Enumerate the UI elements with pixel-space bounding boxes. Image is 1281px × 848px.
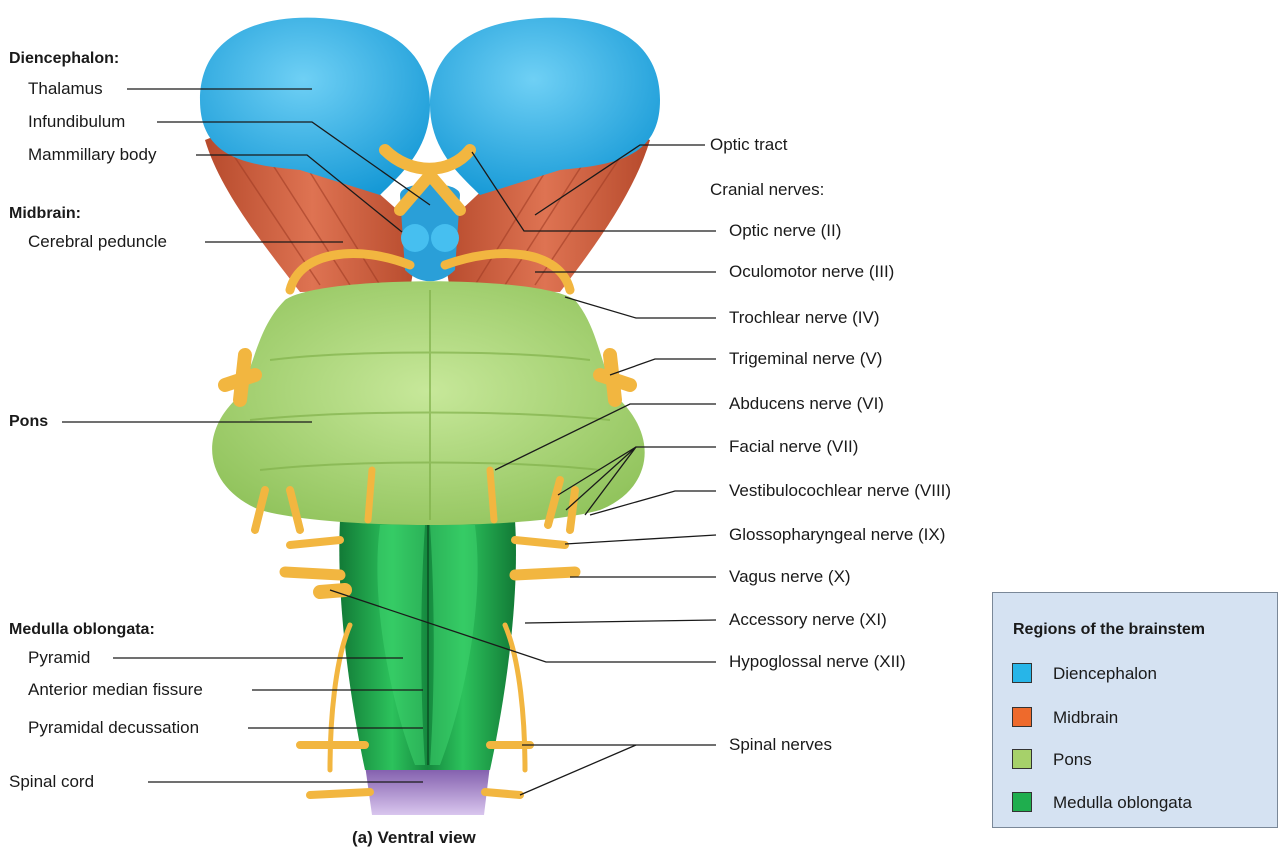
legend-swatch-medulla: [1012, 792, 1032, 812]
midbrain-header: Midbrain:: [9, 204, 81, 224]
mammillary-body-label: Mammillary body: [28, 145, 156, 165]
pons-label: Pons: [9, 412, 48, 432]
cranial-nerves-header: Cranial nerves:: [710, 180, 824, 200]
pyramidal-decussation-label: Pyramidal decussation: [28, 718, 199, 738]
vagus-nerve-label: Vagus nerve (X): [729, 567, 851, 587]
figure-caption: (a) Ventral view: [352, 828, 476, 848]
legend-label: Medulla oblongata: [1053, 792, 1192, 813]
legend-label: Diencephalon: [1053, 663, 1157, 684]
brainstem-regions-legend: Regions of the brainstem Diencephalon Mi…: [992, 592, 1278, 828]
glossopharyngeal-nerve-label: Glossopharyngeal nerve (IX): [729, 525, 945, 545]
spinal-nerves-label: Spinal nerves: [729, 735, 832, 755]
medulla-header: Medulla oblongata:: [9, 620, 155, 640]
spinal-cord-label: Spinal cord: [9, 772, 94, 792]
thalamus-label: Thalamus: [28, 79, 103, 99]
trigeminal-nerve-label: Trigeminal nerve (V): [729, 349, 882, 369]
legend-title: Regions of the brainstem: [1013, 621, 1205, 639]
pons-shape: [212, 281, 645, 525]
anterior-median-fissure-label: Anterior median fissure: [28, 680, 203, 700]
legend-label: Midbrain: [1053, 707, 1118, 728]
legend-swatch-midbrain: [1012, 707, 1032, 727]
legend-swatch-diencephalon: [1012, 663, 1032, 683]
infundibulum-label: Infundibulum: [28, 112, 125, 132]
accessory-nerve-label: Accessory nerve (XI): [729, 610, 887, 630]
legend-swatch-pons: [1012, 749, 1032, 769]
abducens-nerve-label: Abducens nerve (VI): [729, 394, 884, 414]
facial-nerve-label: Facial nerve (VII): [729, 437, 858, 457]
optic-nerve-label: Optic nerve (II): [729, 221, 841, 241]
optic-tract-label: Optic tract: [710, 135, 787, 155]
pyramid-label: Pyramid: [28, 648, 90, 668]
mammillary-body-right-shape: [431, 224, 459, 252]
cerebral-peduncle-label: Cerebral peduncle: [28, 232, 167, 252]
spinal-cord-shape: [365, 765, 490, 815]
legend-label: Pons: [1053, 749, 1092, 770]
trochlear-nerve-label: Trochlear nerve (IV): [729, 308, 880, 328]
hypoglossal-nerve-label: Hypoglossal nerve (XII): [729, 652, 906, 672]
vestibulocochlear-nerve-label: Vestibulocochlear nerve (VIII): [729, 481, 951, 501]
mammillary-body-left-shape: [401, 224, 429, 252]
diencephalon-header: Diencephalon:: [9, 49, 119, 69]
oculomotor-nerve-label: Oculomotor nerve (III): [729, 262, 894, 282]
